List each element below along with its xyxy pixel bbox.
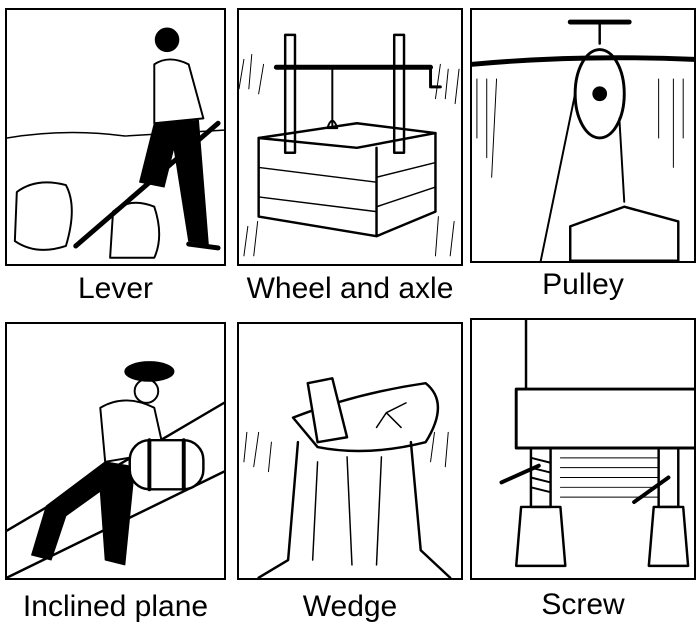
inclined-plane-label: Inclined plane: [22, 590, 209, 623]
wedge-panel: [237, 322, 463, 580]
screw-illustration: [499, 320, 694, 568]
wheel-and-axle-label: Wheel and axle: [246, 272, 454, 305]
lever-illustration: [7, 27, 224, 259]
wheel-and-axle-panel: [237, 8, 463, 266]
inclined-plane-panel: [5, 322, 226, 580]
screw-panel: [470, 318, 696, 580]
pulley-illustration: [472, 19, 694, 261]
pulley-panel: [470, 8, 696, 263]
pulley-label: Pulley: [542, 268, 624, 301]
wedge-label: Wedge: [302, 590, 398, 623]
wedge-illustration: [243, 377, 452, 578]
lever-panel: [5, 8, 226, 266]
lever-label: Lever: [77, 272, 154, 305]
inclined-plane-illustration: [7, 361, 224, 578]
screw-label: Screw: [541, 588, 625, 621]
wheel-and-axle-illustration: [239, 33, 460, 257]
